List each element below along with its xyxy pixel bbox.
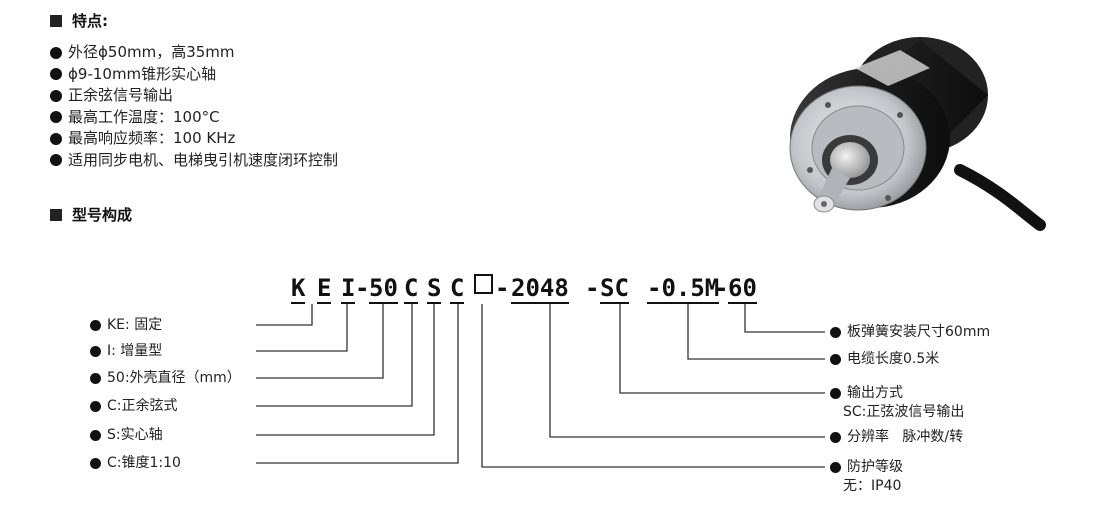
square-bullet-icon bbox=[50, 14, 62, 27]
encoder-image bbox=[789, 37, 1046, 231]
bullet-icon bbox=[830, 388, 841, 399]
bullet-icon bbox=[50, 46, 62, 59]
model-dash: - bbox=[495, 274, 510, 302]
model-part-e: E bbox=[317, 274, 332, 304]
feature-list: 外径ϕ50mm，高35mm ϕ9-10mm锥形实心轴 正余弦信号输出 最高工作温… bbox=[50, 42, 338, 171]
label-i: I: 增量型 bbox=[90, 342, 162, 361]
label-protection: 防护等级 无：IP40 bbox=[830, 458, 903, 496]
label-ke: KE: 固定 bbox=[90, 316, 162, 335]
model-dash: - bbox=[714, 274, 729, 302]
feature-item: 最高响应频率：100 KHz bbox=[50, 128, 338, 150]
features-heading: 特点: bbox=[50, 10, 108, 31]
feature-item: 最高工作温度：100°C bbox=[50, 107, 338, 129]
model-part-sc: SC bbox=[600, 274, 629, 304]
label-taper: C:锥度1:10 bbox=[90, 454, 181, 473]
feature-item: ϕ9-10mm锥形实心轴 bbox=[50, 64, 338, 86]
bullet-icon bbox=[50, 68, 62, 81]
model-heading: 型号构成 bbox=[50, 204, 132, 225]
protection-placeholder-box bbox=[474, 274, 493, 294]
bullet-icon bbox=[830, 327, 841, 338]
bullet-icon bbox=[90, 320, 101, 331]
bullet-icon bbox=[90, 401, 101, 412]
bullet-icon bbox=[50, 89, 62, 102]
label-spring-size: 板弹簧安装尺寸60mm bbox=[830, 323, 990, 342]
label-s: S:实心轴 bbox=[90, 426, 163, 445]
model-part-60: 60 bbox=[728, 274, 757, 304]
model-part-c1: C bbox=[404, 274, 419, 304]
label-c: C:正余弦式 bbox=[90, 397, 178, 416]
bullet-icon bbox=[50, 111, 62, 124]
feature-item: 外径ϕ50mm，高35mm bbox=[50, 42, 338, 64]
bullet-icon bbox=[90, 430, 101, 441]
model-part-k: K bbox=[291, 274, 306, 304]
bullet-icon bbox=[90, 373, 101, 384]
model-part-i: I bbox=[341, 274, 356, 304]
label-output: 输出方式 SC:正弦波信号输出 bbox=[830, 384, 964, 422]
bullet-icon bbox=[50, 132, 62, 145]
bullet-icon bbox=[50, 154, 62, 167]
bullet-icon bbox=[90, 458, 101, 469]
model-part-2048: 2048 bbox=[511, 274, 569, 304]
model-part-c2: C bbox=[450, 274, 465, 304]
feature-item: 适用同步电机、电梯曳引机速度闭环控制 bbox=[50, 150, 338, 172]
label-50: 50:外壳直径（mm） bbox=[90, 369, 241, 388]
square-bullet-icon bbox=[50, 208, 62, 221]
model-dash: - bbox=[585, 274, 600, 302]
model-part-50: 50 bbox=[369, 274, 398, 304]
label-resolution: 分辨率 脉冲数/转 bbox=[830, 428, 963, 447]
bullet-icon bbox=[830, 354, 841, 365]
bullet-icon bbox=[830, 462, 841, 473]
label-cable-length: 电缆长度0.5米 bbox=[830, 350, 939, 369]
model-dash: - bbox=[355, 274, 370, 302]
feature-item: 正余弦信号输出 bbox=[50, 85, 338, 107]
model-part-cable-length: -0.5M bbox=[647, 274, 720, 304]
model-part-s: S bbox=[427, 274, 442, 304]
bullet-icon bbox=[90, 346, 101, 357]
bullet-icon bbox=[830, 432, 841, 443]
